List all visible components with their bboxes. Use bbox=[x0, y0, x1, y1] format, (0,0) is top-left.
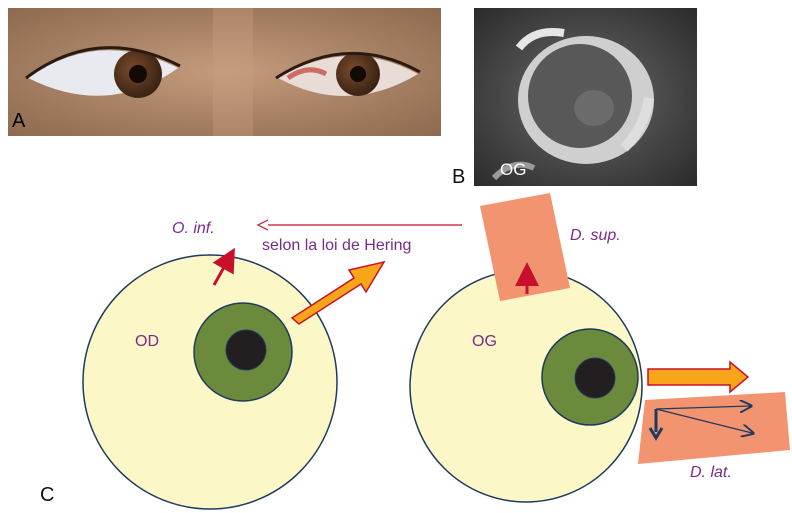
lateral-rectus-arrow-upper bbox=[656, 406, 750, 409]
lateral-rectus-muscle bbox=[638, 392, 790, 464]
inferior-oblique-label: O. inf. bbox=[172, 220, 215, 237]
right-eye: OD bbox=[83, 255, 337, 509]
left-eye-sclera bbox=[410, 270, 642, 502]
right-eye-gaze-arrow bbox=[292, 262, 384, 324]
lateral-rectus-label: D. lat. bbox=[690, 464, 732, 481]
panel-letter-c: C bbox=[40, 484, 54, 507]
mri-image: OG bbox=[474, 8, 697, 186]
eyes-photo-drawing bbox=[8, 8, 441, 136]
right-eye-sclera bbox=[83, 255, 337, 509]
right-eye-pupil bbox=[226, 330, 266, 370]
left-eye-label: OG bbox=[472, 333, 497, 350]
right-eye-label: OD bbox=[135, 333, 159, 350]
eyes-photo bbox=[8, 8, 441, 136]
right-eye-iris bbox=[194, 303, 292, 401]
hering-label: selon la loi de Hering bbox=[262, 237, 411, 254]
lateral-rectus-arrow-lower bbox=[656, 409, 752, 433]
panel-letter-a: A bbox=[12, 110, 25, 133]
superior-rectus-label: D. sup. bbox=[570, 227, 621, 244]
left-eye-iris bbox=[542, 329, 638, 425]
left-eye-pupil bbox=[575, 358, 615, 398]
left-eye-gaze-arrow bbox=[648, 362, 748, 392]
superior-rectus-muscle bbox=[480, 193, 570, 301]
inferior-oblique-arrow bbox=[214, 253, 232, 285]
mri-og-label: OG bbox=[500, 160, 526, 180]
panel-letter-b: B bbox=[452, 166, 465, 189]
left-eye: OG bbox=[410, 270, 642, 502]
